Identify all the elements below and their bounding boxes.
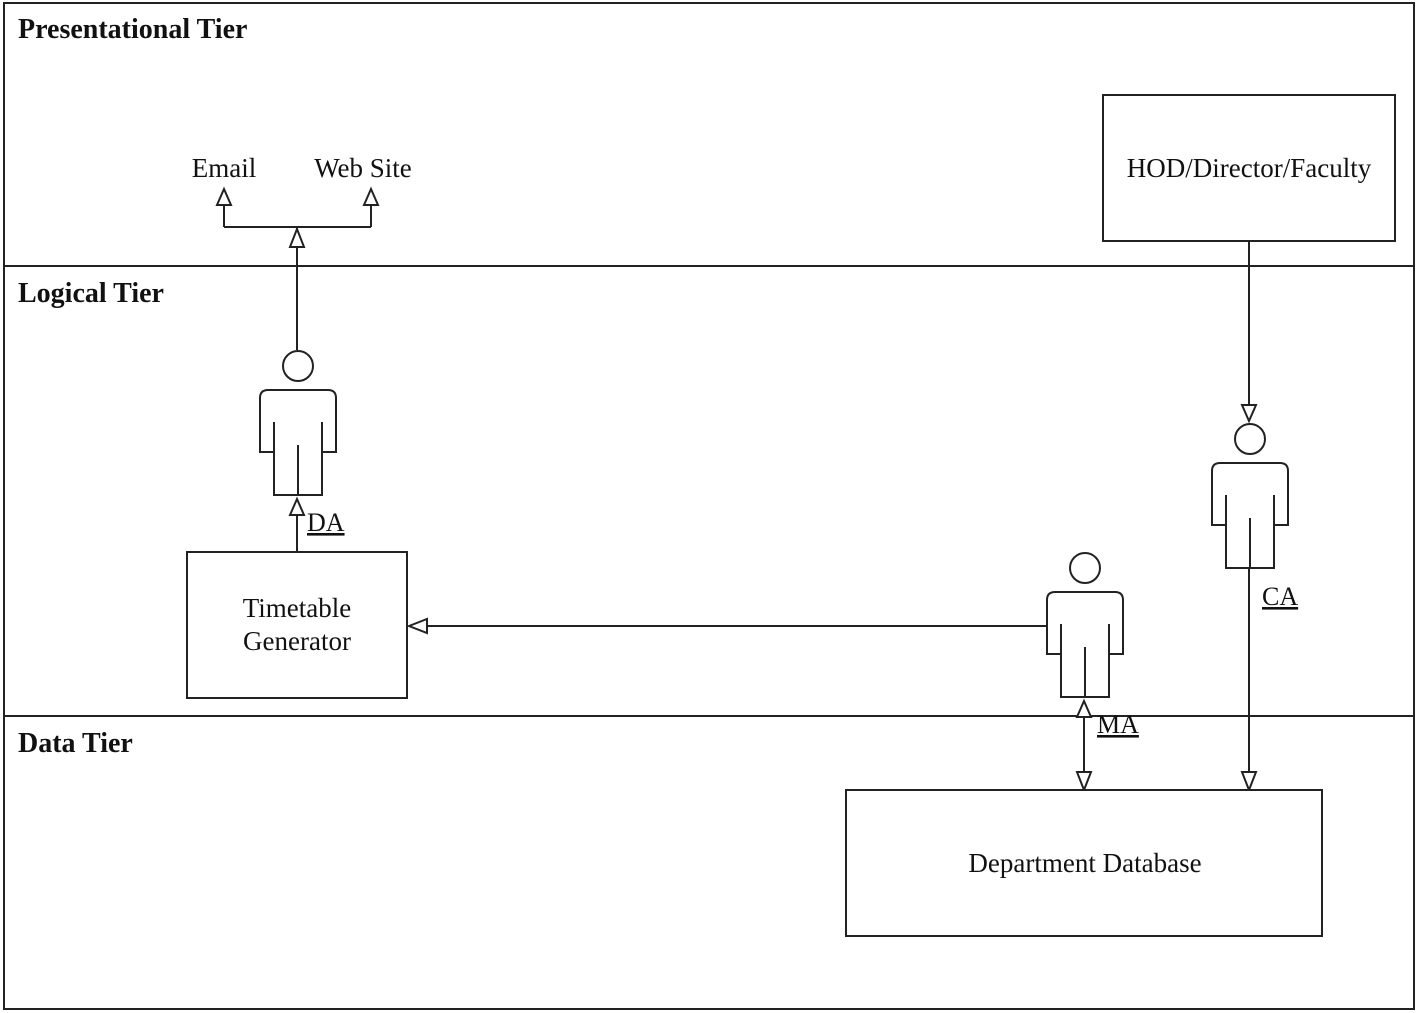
ca-agent-label: CA	[1262, 582, 1298, 611]
department-database-label: Department Database	[968, 848, 1201, 878]
diagram-frame	[3, 2, 1415, 1010]
tier-label-presentational: Presentational Tier	[18, 14, 247, 45]
website-label: Web Site	[314, 153, 412, 183]
timetable-generator-label-line2: Generator	[243, 626, 351, 656]
arrowhead-ma-to-database	[1075, 771, 1093, 793]
hod-director-faculty-label: HOD/Director/Faculty	[1127, 153, 1372, 183]
ca-agent-icon	[1211, 423, 1289, 569]
hod-director-faculty-box	[1102, 94, 1396, 242]
ma-agent-icon	[1046, 552, 1124, 698]
timetable-generator-box	[186, 551, 408, 699]
arrowhead-to-timetable-generator	[406, 617, 428, 635]
arrowhead-to-email-website-branch	[288, 226, 306, 248]
email-label: Email	[192, 153, 256, 183]
arrowhead-to-email	[215, 186, 233, 206]
da-agent-label: DA	[307, 508, 345, 537]
ma-agent-label: MA	[1097, 710, 1139, 739]
tier-label-logical: Logical Tier	[18, 278, 164, 309]
da-agent-icon	[259, 350, 337, 496]
arrowhead-to-website	[362, 186, 380, 206]
arrowhead-up-to-ma	[1075, 698, 1093, 718]
department-database-box	[845, 789, 1323, 937]
arrowhead-ca-to-database	[1240, 771, 1258, 793]
arrowhead-to-ca	[1240, 404, 1258, 424]
arrowhead-to-da	[288, 496, 306, 516]
timetable-generator-label-line1: Timetable	[243, 593, 352, 623]
email-website-connector	[215, 186, 380, 248]
tier-label-data: Data Tier	[18, 728, 133, 759]
